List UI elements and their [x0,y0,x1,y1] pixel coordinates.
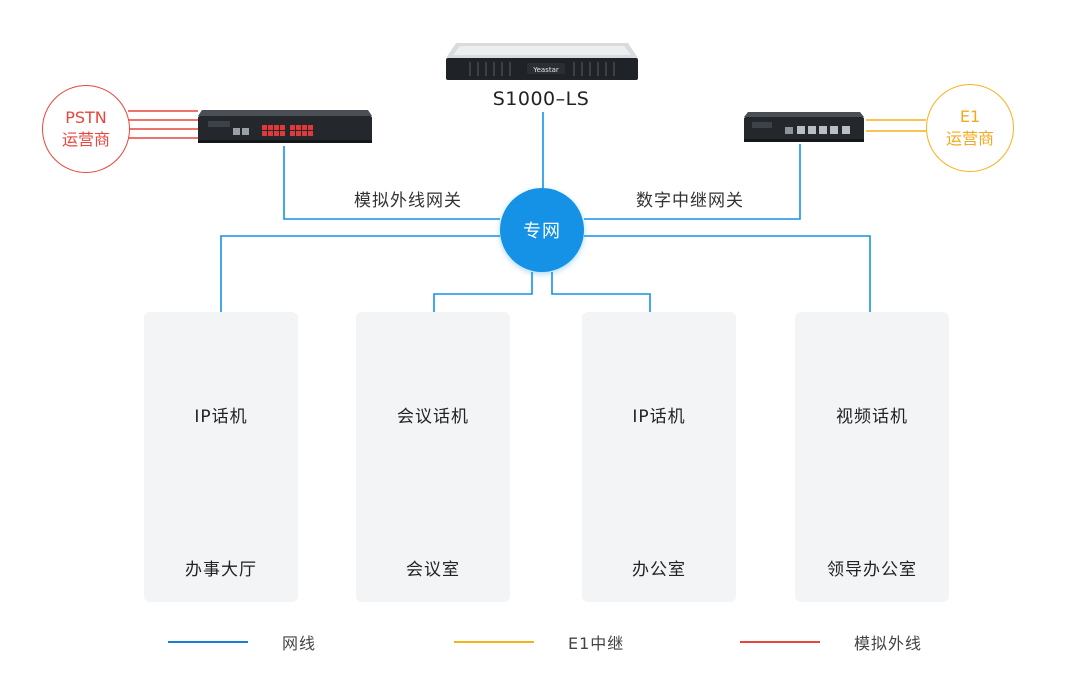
e1-trunk-lines [866,119,926,132]
room-label: 办事大厅 [185,560,257,580]
pstn-carrier-line1: PSTN [65,108,107,127]
private-network-hub: 专网 [500,188,584,272]
endpoint-card-2: 会议话机 会议室 [356,312,510,602]
device-label: 视频话机 [836,407,908,427]
server-brand-text: Yeastar [532,66,559,74]
endpoint-card-3: IP话机 办公室 [582,312,736,602]
device-label: 会议话机 [397,407,469,427]
legend-item-network-cable: 网线 [168,630,316,654]
legend-swatch [454,641,534,643]
legend-swatch [168,641,248,643]
e1-carrier-line1: E1 [959,107,981,126]
device-label: IP话机 [194,407,248,427]
legend-label: E1中继 [568,634,625,653]
hub-label: 专网 [523,221,561,242]
room-label: 领导办公室 [827,560,917,580]
analog-gateway-icon [198,110,372,143]
analog-gateway-label: 模拟外线网关 [354,191,462,211]
hub-to-card4-line [584,235,871,330]
e1-carrier-line2: 运营商 [945,129,994,148]
room-label: 办公室 [632,560,686,580]
legend-item-analog-trunk: 模拟外线 [740,630,922,654]
server-name-label: S1000–LS [492,88,590,110]
room-label: 会议室 [406,560,460,580]
hub-to-card1-line [220,235,500,336]
pstn-carrier-line2: 运营商 [61,130,110,149]
digital-gateway-icon [744,112,864,142]
device-label: IP话机 [632,407,686,427]
e1-carrier-node: E1 运营商 [926,84,1014,172]
legend-label: 网线 [282,634,317,653]
legend-label: 模拟外线 [854,634,923,653]
analog-trunk-lines [128,110,198,139]
digital-gateway-label: 数字中继网关 [636,191,744,211]
legend-item-e1-trunk: E1中继 [454,630,624,654]
network-lines [220,112,871,338]
endpoint-card-1: IP话机 办事大厅 [144,312,298,602]
digital-gateway-to-hub-line [584,144,801,220]
server-icon: Yeastar [446,43,638,80]
endpoint-card-4: 视频话机 领导办公室 [795,312,949,602]
analog-gateway-to-hub-line [283,146,500,220]
legend-swatch [740,641,820,643]
pstn-carrier-node: PSTN 运营商 [42,85,130,173]
